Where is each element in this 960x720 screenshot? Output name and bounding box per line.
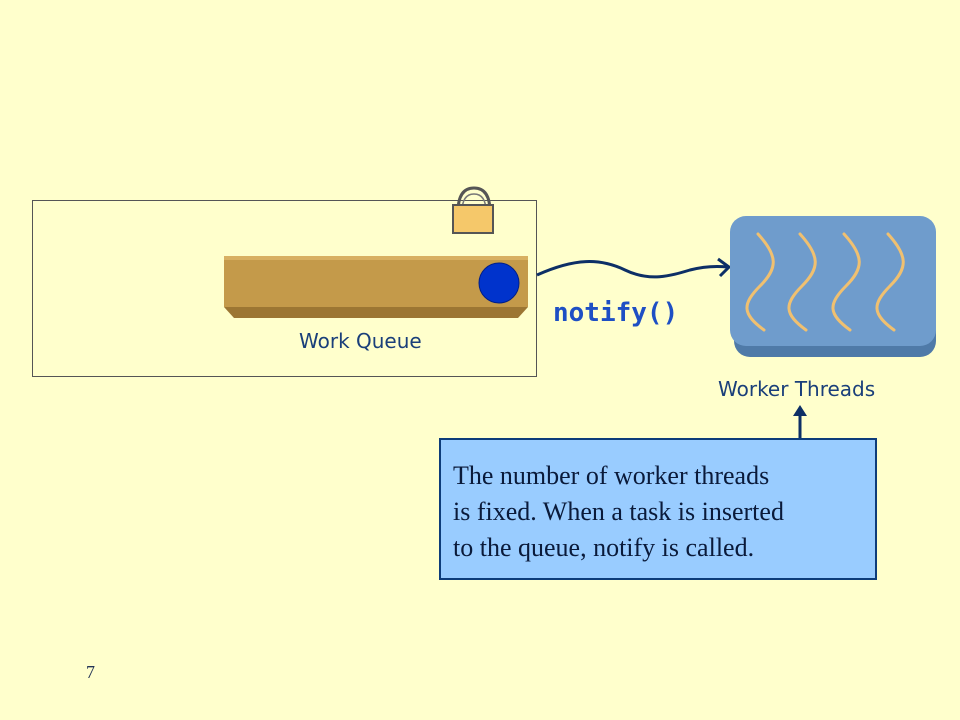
note-line: The number of worker threads (453, 461, 770, 490)
work-queue-label: Work Queue (299, 329, 422, 353)
explanation-note: The number of worker threads is fixed. W… (439, 438, 877, 580)
queue-frame (32, 200, 537, 377)
notify-label: notify() (553, 298, 679, 328)
worker-thread-pool (730, 216, 936, 357)
thread-line (787, 232, 817, 332)
thread-line (875, 232, 905, 332)
callout-arrow (793, 405, 807, 438)
thread-line (745, 232, 775, 332)
thread-line (831, 232, 861, 332)
work-queue-bar (224, 256, 528, 318)
note-line: to the queue, notify is called. (453, 533, 755, 562)
page-number: 7 (86, 662, 95, 682)
task-dot (478, 262, 520, 304)
notify-arrow (536, 257, 732, 279)
worker-threads-label: Worker Threads (718, 377, 876, 401)
note-line: is fixed. When a task is inserted (453, 497, 784, 526)
padlock-icon (452, 186, 494, 234)
